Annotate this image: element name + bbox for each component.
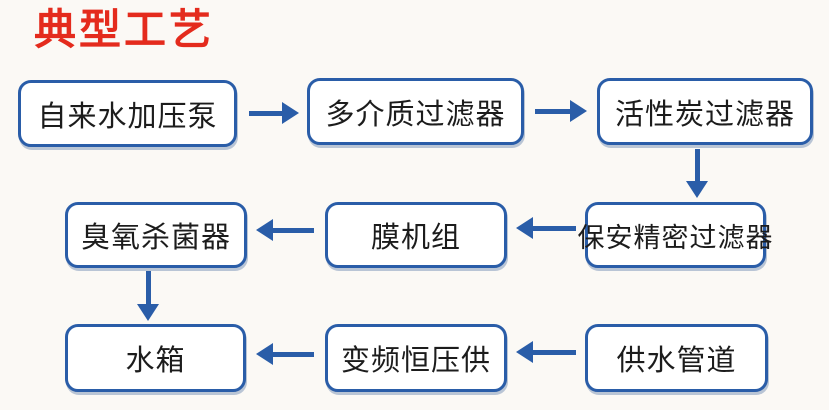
flow-node-vfd-constant-pressure-supply: 变频恒压供 <box>325 324 507 392</box>
arrow-down-icon <box>137 271 159 321</box>
flow-node-water-supply-pipeline: 供水管道 <box>585 324 768 392</box>
arrow-head <box>686 181 708 198</box>
flow-node-multi-media-filter: 多介质过滤器 <box>307 78 524 145</box>
node-label: 活性炭过滤器 <box>614 98 795 131</box>
arrow-shaft <box>270 227 314 233</box>
node-label: 臭氧杀菌器 <box>80 222 231 254</box>
node-label: 供水管道 <box>616 345 737 377</box>
node-label: 自来水加压泵 <box>37 100 218 133</box>
flow-node-membrane-unit: 膜机组 <box>325 202 507 268</box>
flow-node-tap-water-pressure-pump: 自来水加压泵 <box>18 80 237 147</box>
arrow-head <box>570 100 587 122</box>
arrow-shaft <box>535 108 573 114</box>
flow-node-ozone-sterilizer: 臭氧杀菌器 <box>65 202 247 268</box>
flow-node-activated-carbon-filter: 活性炭过滤器 <box>597 78 813 145</box>
node-label: 水箱 <box>125 345 186 377</box>
page-title: 典型工艺 <box>34 6 215 53</box>
flow-node-water-tank: 水箱 <box>65 324 246 392</box>
arrow-shaft <box>145 271 151 307</box>
arrow-left-icon <box>516 217 576 239</box>
arrow-head <box>256 219 273 241</box>
arrow-head <box>282 102 299 124</box>
arrow-right-icon <box>535 100 587 122</box>
flow-node-security-precision-filter: 保安精密过滤器 <box>578 202 773 268</box>
arrow-shaft <box>249 110 285 116</box>
arrow-left-icon <box>256 219 314 241</box>
node-label: 变频恒压供 <box>340 345 491 377</box>
arrow-shaft <box>270 351 314 357</box>
arrow-shaft <box>530 349 576 355</box>
arrow-left-icon <box>516 341 576 363</box>
node-label: 保安精密过滤器 <box>577 222 774 253</box>
arrow-down-icon <box>686 149 708 198</box>
arrow-head <box>137 304 159 321</box>
arrow-right-icon <box>249 102 299 124</box>
arrow-head <box>516 341 533 363</box>
arrow-shaft <box>694 149 700 184</box>
node-label: 膜机组 <box>370 222 461 254</box>
arrow-head <box>256 343 273 365</box>
arrow-left-icon <box>256 343 314 365</box>
arrow-shaft <box>530 225 576 231</box>
node-label: 多介质过滤器 <box>325 98 506 131</box>
arrow-head <box>516 217 533 239</box>
